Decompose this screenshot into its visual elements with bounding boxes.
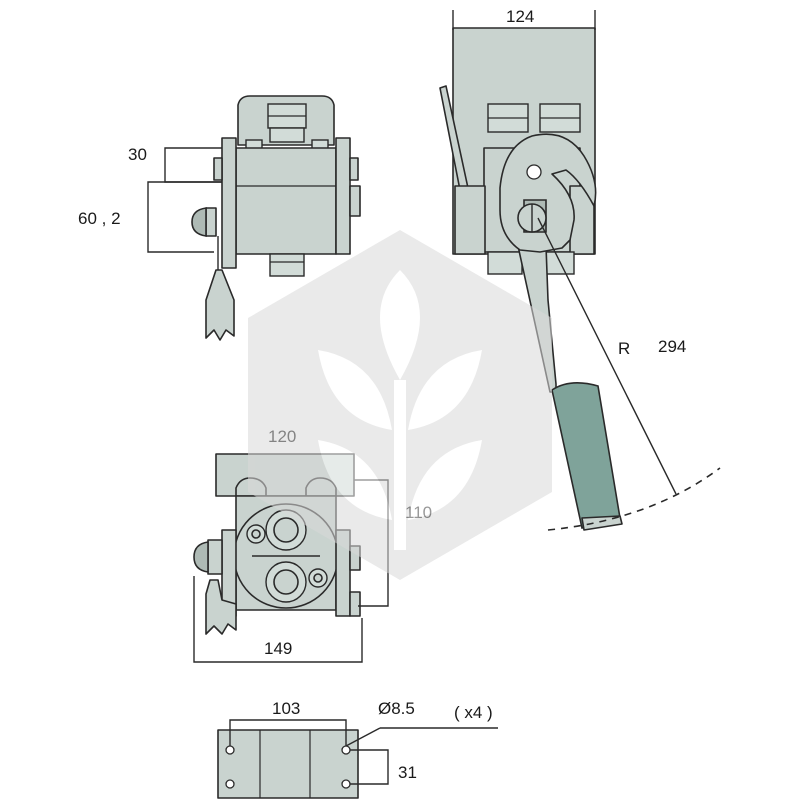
dim-124: 124 (506, 7, 534, 26)
dim-103: 103 (272, 699, 300, 718)
side-view (191, 95, 361, 341)
side-view-dimensions (147, 147, 222, 253)
dim-60-2: 60 , 2 (78, 209, 121, 228)
dim-31: 31 (398, 763, 417, 782)
dim-294: 294 (658, 337, 686, 356)
wheat-leaf-hexagon-icon (248, 230, 552, 580)
dim-149: 149 (264, 639, 292, 658)
front-view (439, 10, 721, 531)
dim-hole-count: ( x4 ) (454, 703, 493, 722)
dim-30: 30 (128, 145, 147, 164)
mounting-plate (217, 719, 498, 799)
dim-r-label: R (618, 339, 630, 358)
dim-hole-diameter: Ø8.5 (378, 699, 415, 718)
